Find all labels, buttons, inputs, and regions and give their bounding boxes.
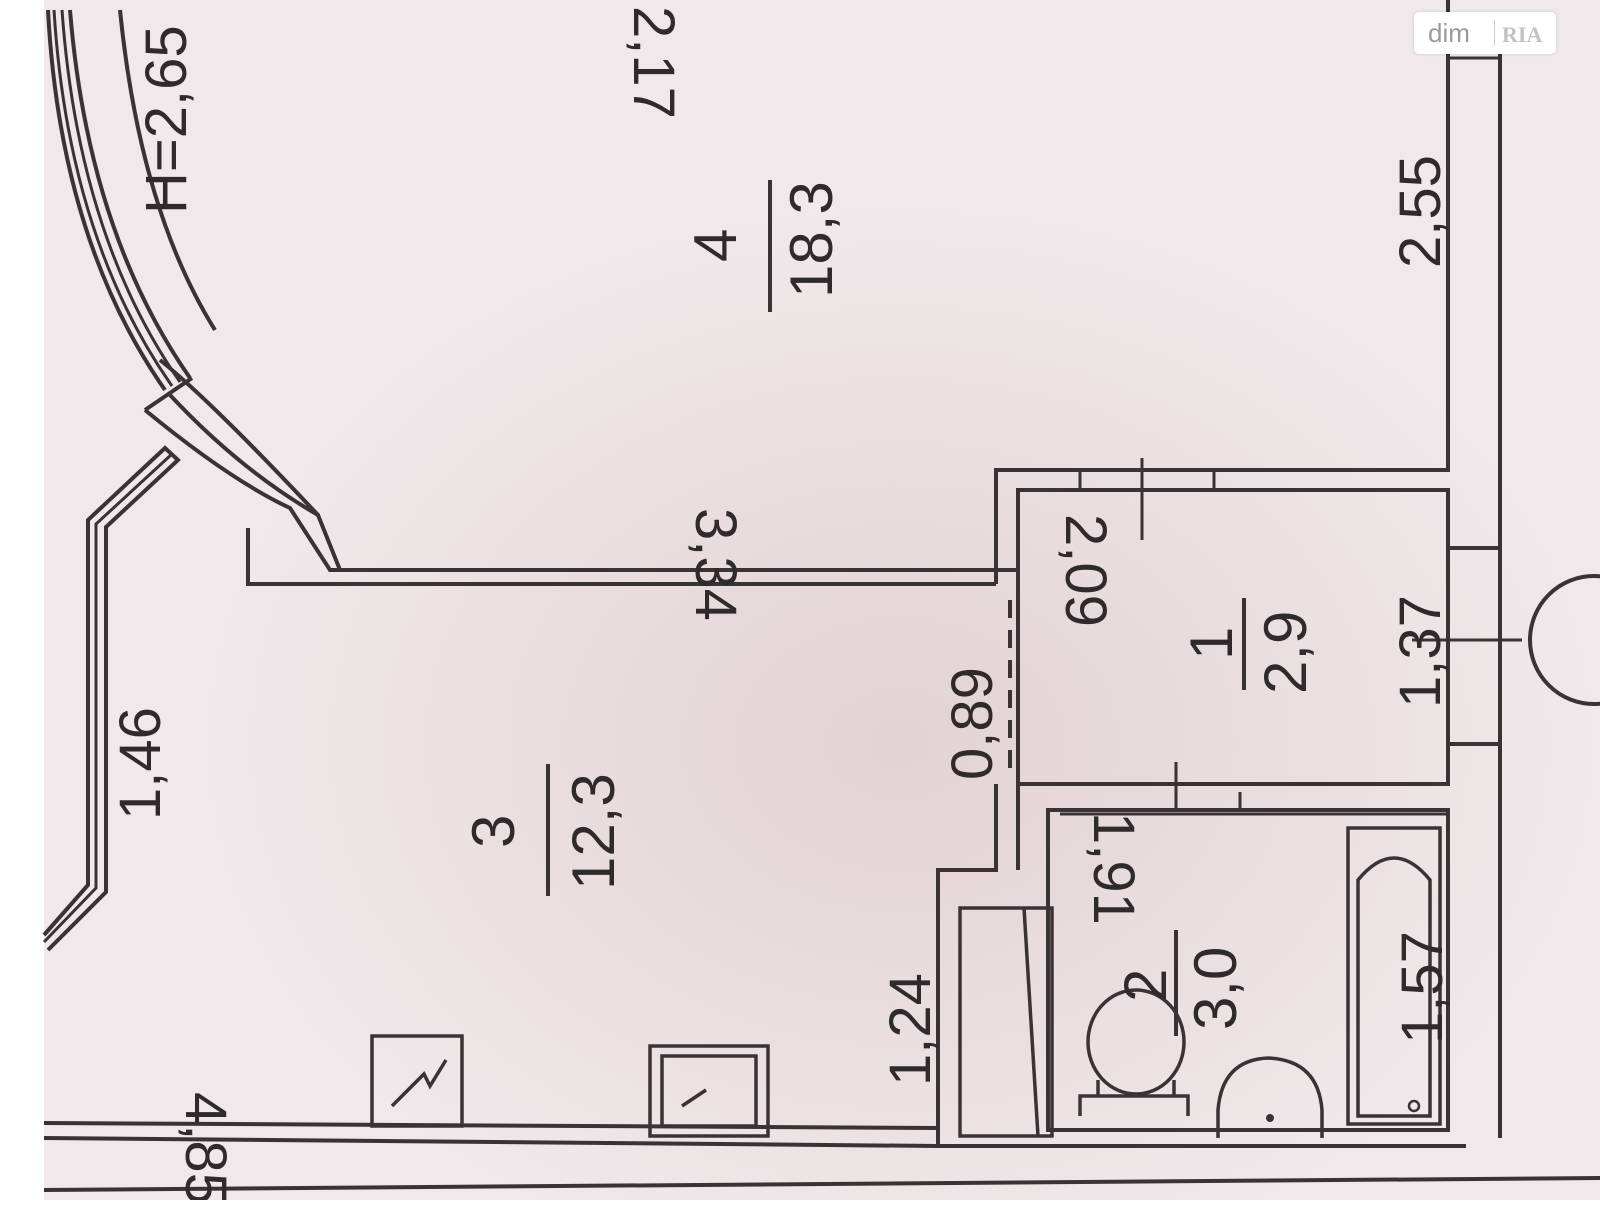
room-3-number: 3	[460, 815, 527, 848]
sink-tap	[681, 1088, 707, 1108]
bathtub-drain	[1407, 1099, 1421, 1113]
dimension-1-57: 1,57	[1390, 931, 1455, 1044]
washbasin-icon	[1216, 1056, 1324, 1138]
room-4-area: 18,3	[778, 181, 845, 298]
sink-icon	[648, 1044, 770, 1138]
toilet-tank	[1078, 1094, 1190, 1116]
stove-symbol	[390, 1059, 448, 1108]
balcony-wall	[42, 445, 181, 952]
room-2-area: 3,0	[1182, 947, 1249, 1030]
watermark-text: dim	[1428, 18, 1470, 48]
kitchen-fixtures	[370, 1034, 770, 1138]
wardrobe-divider	[1022, 907, 1040, 1137]
toilet-bowl-icon	[1086, 988, 1186, 1096]
watermark-separator	[1494, 20, 1495, 46]
dimension-1-24: 1,24	[878, 973, 943, 1086]
dimension-1-37: 1,37	[1388, 595, 1453, 708]
dimension-2-55: 2,55	[1388, 155, 1453, 268]
bathtub-icon	[1346, 826, 1442, 1126]
dimension-1-91: 1,91	[1081, 812, 1146, 925]
bathtub-inner	[1356, 856, 1432, 1118]
area-fraction-bars	[546, 180, 1246, 1036]
walls	[43, 0, 1600, 1192]
dimension-0-89: 0,89	[940, 667, 1005, 780]
entrance-marker-icon	[1528, 574, 1600, 706]
bathroom-fixtures	[1078, 826, 1442, 1138]
dimension-top-partial: 2,17	[621, 6, 686, 119]
room-1-number: 1	[1178, 627, 1245, 660]
wardrobe-icon	[958, 906, 1054, 1138]
watermark-logo: RIA	[1502, 22, 1543, 47]
room-4-number: 4	[682, 229, 749, 262]
room-1-area: 2,9	[1252, 611, 1319, 694]
watermark: dim RIA	[1414, 12, 1556, 54]
dimension-4-85: 4,85	[173, 1092, 238, 1200]
sink-basin	[660, 1054, 758, 1128]
dimension-1-46: 1,46	[108, 707, 173, 820]
ceiling-height-label: H=2,65	[134, 25, 199, 214]
wardrobe	[958, 906, 1054, 1138]
bay-window-arc	[46, 9, 217, 412]
paper-tint	[44, 0, 1600, 1200]
room-2-number: 2	[1112, 969, 1179, 1002]
dimension-3-34: 3,34	[683, 508, 748, 621]
stove-icon	[370, 1034, 464, 1128]
room-3-area: 12,3	[560, 773, 627, 890]
dimension-ticks	[1140, 458, 1522, 812]
dimension-2-09: 2,09	[1053, 514, 1118, 627]
